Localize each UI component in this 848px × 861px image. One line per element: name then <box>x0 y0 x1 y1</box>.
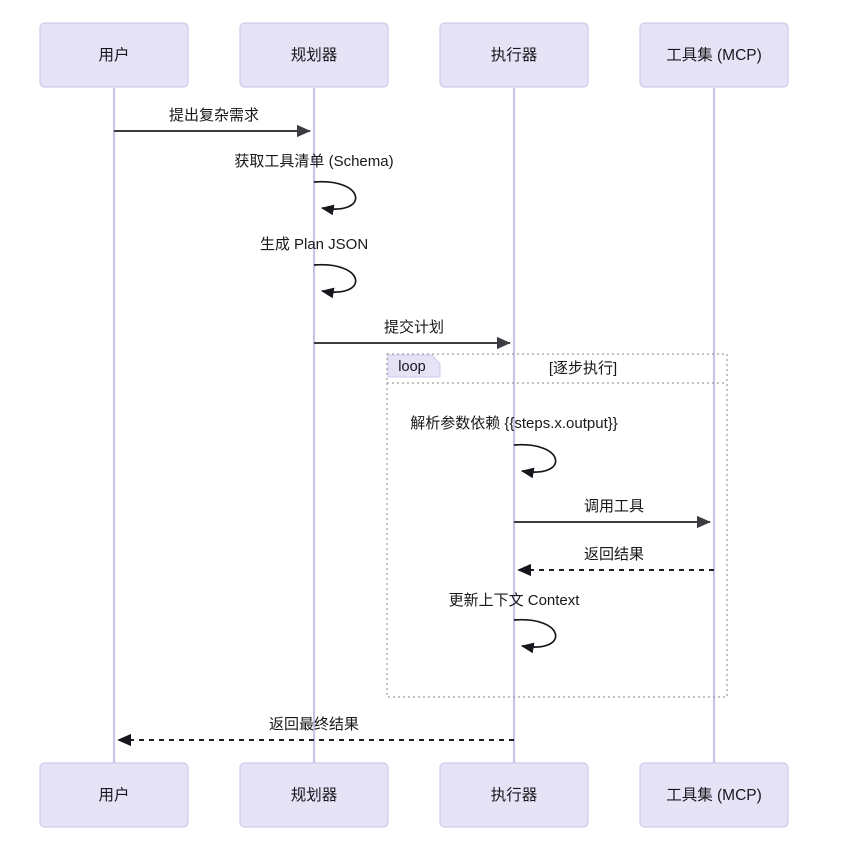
loop-frame-border <box>386 353 728 698</box>
actor-bottom-planner-label: 规划器 <box>291 786 338 804</box>
actor-bottom-tools-label: 工具集 (MCP) <box>666 786 762 804</box>
actor-top-executor-box[interactable] <box>439 22 589 88</box>
message-update-context-label: 更新上下文 Context <box>449 592 581 609</box>
actor-bottom-executor-label: 执行器 <box>491 786 538 804</box>
message-tool-result-label: 返回结果 <box>584 546 644 563</box>
message-final-result[interactable]: 返回最终结果 <box>117 716 514 747</box>
actor-top-executor-label: 执行器 <box>491 46 538 64</box>
actor-bottom-user[interactable]: 用户 <box>39 762 189 828</box>
message-generate-plan-json-arrow <box>313 263 357 299</box>
loop-badge-shape <box>387 354 441 378</box>
actors-top-group: 用户 规划器 执行器 工具集 (MCP) <box>39 22 789 88</box>
message-submit-request[interactable]: 提出复杂需求 <box>114 106 311 138</box>
message-resolve-param-deps[interactable]: 解析参数依赖 {{steps.x.output}} <box>410 415 618 479</box>
message-submit-plan[interactable]: 提交计划 <box>314 318 511 350</box>
actor-top-planner-box[interactable] <box>239 22 389 88</box>
actor-top-user[interactable]: 用户 <box>39 22 189 88</box>
loop-badge-label: loop <box>398 359 425 375</box>
actor-bottom-tools[interactable]: 工具集 (MCP) <box>639 762 789 828</box>
actor-top-tools[interactable]: 工具集 (MCP) <box>639 22 789 88</box>
actor-top-user-label: 用户 <box>98 46 129 64</box>
message-invoke-tool-label: 调用工具 <box>584 498 644 515</box>
actor-top-tools-label: 工具集 (MCP) <box>666 46 762 64</box>
actor-bottom-tools-box[interactable] <box>639 762 789 828</box>
message-update-context-arrow <box>513 618 557 654</box>
message-resolve-param-deps-arrow <box>513 443 557 479</box>
actor-bottom-executor-box[interactable] <box>439 762 589 828</box>
message-generate-plan-json[interactable]: 生成 Plan JSON <box>260 236 368 299</box>
actor-bottom-planner[interactable]: 规划器 <box>239 762 389 828</box>
message-tool-result[interactable]: 返回结果 <box>517 546 714 577</box>
actor-bottom-executor[interactable]: 执行器 <box>439 762 589 828</box>
actor-bottom-user-box[interactable] <box>39 762 189 828</box>
message-fetch-tool-schema-label: 获取工具清单 (Schema) <box>234 153 393 170</box>
actor-top-executor[interactable]: 执行器 <box>439 22 589 88</box>
message-submit-request-label: 提出复杂需求 <box>169 106 259 124</box>
message-resolve-param-deps-label: 解析参数依赖 {{steps.x.output}} <box>410 415 618 432</box>
lifelines-group <box>112 88 716 765</box>
message-final-result-label: 返回最终结果 <box>269 716 359 733</box>
actor-bottom-user-label: 用户 <box>98 786 129 804</box>
actor-bottom-planner-box[interactable] <box>239 762 389 828</box>
message-update-context[interactable]: 更新上下文 Context <box>449 592 581 654</box>
messages-group: 提出复杂需求 获取工具清单 (Schema) 生成 Plan JSON 提交计划… <box>114 106 714 747</box>
message-submit-plan-label: 提交计划 <box>384 318 444 336</box>
message-fetch-tool-schema[interactable]: 获取工具清单 (Schema) <box>234 153 394 216</box>
message-invoke-tool[interactable]: 调用工具 <box>514 498 711 529</box>
loop-condition-label: [逐步执行] <box>549 360 617 377</box>
actor-top-user-box[interactable] <box>39 22 189 88</box>
message-generate-plan-json-label: 生成 Plan JSON <box>260 236 368 253</box>
message-fetch-tool-schema-arrow <box>313 180 357 216</box>
actor-top-tools-box[interactable] <box>639 22 789 88</box>
actor-top-planner[interactable]: 规划器 <box>239 22 389 88</box>
actors-bottom-group: 用户 规划器 执行器 工具集 (MCP) <box>39 762 789 828</box>
loop-fragment: loop [逐步执行] <box>386 353 728 698</box>
actor-top-planner-label: 规划器 <box>291 46 338 64</box>
